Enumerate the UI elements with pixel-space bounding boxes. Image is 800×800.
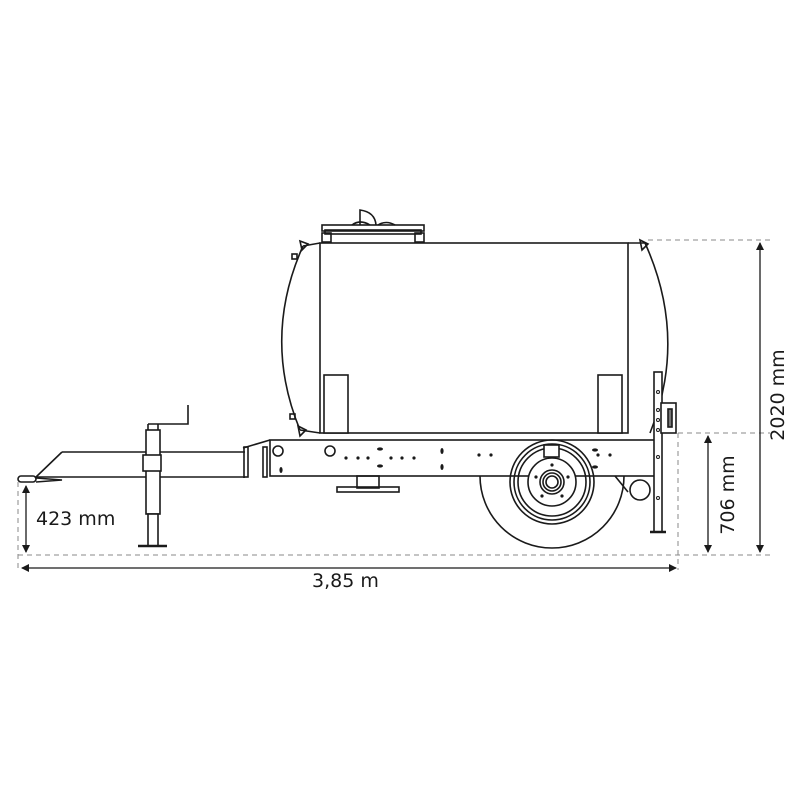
- underframe-bracket: [336, 475, 400, 493]
- tank: [280, 238, 669, 438]
- drawbar: [17, 451, 245, 483]
- chassis-holes: [279, 447, 612, 473]
- drawbar-height-label: 423 mm: [36, 508, 116, 530]
- rear-stand-holes: [656, 390, 660, 500]
- dimension-arrows: [21, 242, 764, 572]
- rear-saddle: [597, 374, 623, 434]
- dimension-extension-lines: [17, 239, 770, 570]
- chassis-height-label: 706 mm: [717, 455, 739, 535]
- coupling-bracket: [242, 439, 271, 478]
- rear-stand: [650, 371, 677, 534]
- wheel: [479, 439, 625, 549]
- manhole-lid: [321, 209, 425, 243]
- front-saddle: [323, 374, 349, 434]
- chassis-beam: [269, 439, 661, 477]
- overall-length-label: 3,85 m: [312, 570, 379, 592]
- overall-height-label: 2020 mm: [767, 349, 789, 441]
- wheel-studs: [534, 463, 570, 498]
- jockey-leg: [138, 405, 189, 548]
- rear-reel: [614, 475, 651, 501]
